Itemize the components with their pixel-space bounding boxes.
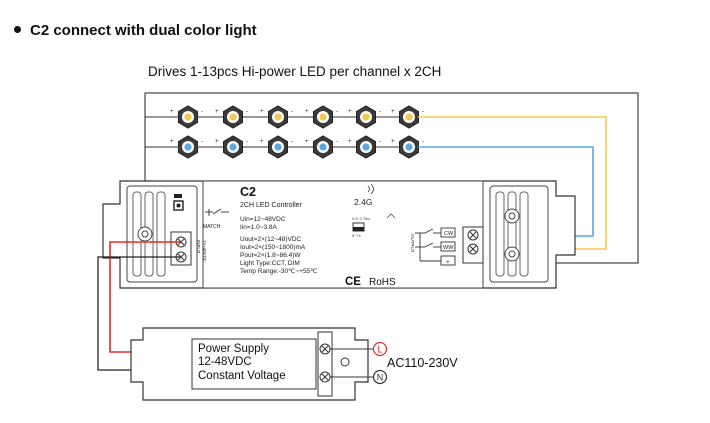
rf-label: 2.4G — [354, 197, 372, 207]
neutral-terminal-icon — [372, 369, 388, 385]
controller-name: 2CH LED Controller — [240, 202, 303, 209]
led-plus-label: + — [260, 109, 264, 115]
warm-white-led — [223, 105, 243, 129]
controller-model: C2 — [240, 185, 256, 199]
led-plus-label: + — [170, 139, 174, 145]
led-plus-label: + — [305, 109, 309, 115]
cool-white-led — [223, 135, 243, 159]
output-cw-label: CW — [444, 231, 454, 237]
cool-white-led — [178, 135, 198, 159]
live-terminal-icon — [372, 341, 388, 357]
led-minus-label: - — [336, 109, 338, 115]
warm-white-led — [313, 105, 333, 129]
led-plus-label: + — [215, 109, 219, 115]
led-array: + - + - + - + - + - + - + - + - + - + - + - + - — [145, 105, 424, 159]
input-voltage-label: 12~48VDC — [202, 240, 207, 263]
bullet-icon — [14, 25, 21, 33]
spec-pout: Pout=2×(1.8~86.4)W — [240, 252, 301, 259]
output-label: OUTPUT — [410, 234, 415, 253]
psu-line-1: Power Supply — [198, 343, 269, 355]
ac-voltage-label: AC110-230V — [387, 356, 458, 370]
match-label: MATCH — [203, 224, 221, 230]
subtitle: Drives 1-13pcs Hi-power LED per channel … — [148, 64, 442, 79]
negative-wire — [97, 256, 180, 371]
spec-iin: Iin=1.0~3.8A — [240, 224, 278, 231]
spec-uin: Uin=12~48VDC — [240, 216, 286, 223]
led-minus-label: - — [291, 139, 293, 145]
led-plus-label: + — [391, 139, 395, 145]
led-minus-label: - — [246, 139, 248, 145]
neutral-label: N — [377, 373, 384, 383]
spec-light: Light Type:CCT, DIM — [240, 260, 300, 267]
warm-white-led — [356, 105, 376, 129]
warm-white-led — [399, 105, 419, 129]
cool-white-led — [313, 135, 333, 159]
cool-white-led — [268, 135, 288, 159]
wireless-icon — [367, 183, 374, 195]
spec-temp: Temp Range:-30℃~+55℃ — [240, 268, 318, 275]
switch-label-top: 0.5~2 Sec — [352, 216, 370, 221]
ce-mark: CE — [345, 276, 361, 288]
psu-line-2: 12-48VDC — [198, 356, 252, 368]
led-minus-label: - — [379, 139, 381, 145]
led-plus-label: + — [305, 139, 309, 145]
led-plus-label: + — [348, 109, 352, 115]
spec-uout: Uout=2×(12~48)VDC — [240, 236, 302, 243]
power-supply — [130, 327, 369, 401]
warm-white-led — [268, 105, 288, 129]
input-label: INPUT — [196, 240, 201, 254]
led-plus-label: + — [391, 109, 395, 115]
led-plus-label: + — [215, 139, 219, 145]
led-minus-label: - — [201, 109, 203, 115]
spec-iout: Iout=2×(150~1800)mA — [240, 244, 306, 251]
output-plus-label: + — [446, 259, 450, 266]
warm-white-led — [178, 105, 198, 129]
led-minus-label: - — [336, 139, 338, 145]
cool-white-led — [356, 135, 376, 159]
rohs-mark: RoHS — [369, 277, 396, 288]
led-plus-label: + — [260, 139, 264, 145]
led-minus-label: - — [422, 139, 424, 145]
cool-white-led — [399, 135, 419, 159]
heading-text: C2 connect with dual color light — [30, 22, 257, 39]
live-label: L — [377, 345, 382, 355]
output-ww-label: WW — [443, 245, 454, 251]
switch-label-bottom: 5~7s — [352, 233, 361, 238]
led-minus-label: - — [379, 109, 381, 115]
c2-controller — [102, 180, 576, 289]
section-heading: C2 connect with dual color light — [14, 22, 257, 39]
led-plus-label: + — [348, 139, 352, 145]
psu-line-3: Constant Voltage — [198, 370, 286, 382]
led-minus-label: - — [291, 109, 293, 115]
led-plus-label: + — [170, 109, 174, 115]
led-minus-label: - — [201, 139, 203, 145]
led-minus-label: - — [422, 109, 424, 115]
led-minus-label: - — [246, 109, 248, 115]
